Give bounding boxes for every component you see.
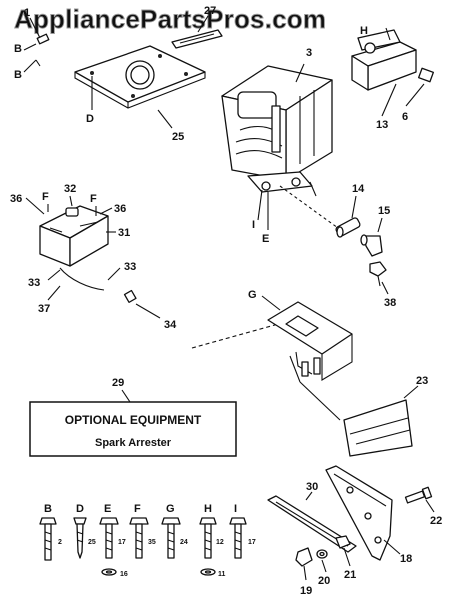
letter-f-right: F (90, 193, 97, 205)
hardware-letter-i: I (234, 503, 237, 515)
callout-31: 31 (118, 227, 130, 239)
engine-assembly (221, 65, 333, 193)
callout-21: 21 (344, 569, 356, 581)
callout-23: 23 (416, 375, 428, 387)
letter-b-top: B (14, 43, 22, 55)
callout-15: 15 (378, 205, 390, 217)
hardware-bolt-b (39, 517, 57, 561)
callout-13: 13 (376, 119, 388, 131)
part-20-washer (316, 549, 328, 559)
callout-32: 32 (64, 183, 76, 195)
callout-37: 37 (38, 303, 50, 315)
hardware-letter-g: G (166, 503, 175, 515)
callout-36-right: 36 (114, 203, 126, 215)
part-22-bolt (404, 486, 433, 504)
hardware-part-i: 17 (248, 539, 256, 546)
callout-25: 25 (172, 131, 184, 143)
part-1-fastener-group (23, 17, 50, 73)
callout-34: 34 (164, 319, 177, 331)
hardware-letter-d: D (76, 503, 84, 515)
hardware-bolt-h (199, 517, 217, 576)
engine-mounting-plate (74, 45, 206, 109)
hardware-letter-f: F (134, 503, 141, 515)
part-23-plate (343, 399, 413, 457)
part-18-bracket (325, 465, 393, 561)
fuel-line (59, 267, 105, 291)
hardware-part-d: 25 (88, 539, 96, 546)
fuel-tank (39, 205, 109, 267)
callout-33-right: 33 (124, 261, 136, 273)
part-15-elbow (360, 234, 383, 257)
hardware-bolt-i (229, 517, 247, 559)
hardware-part-h: 12 (216, 539, 224, 546)
callout-27: 27 (204, 5, 216, 17)
optional-equipment-title: OPTIONAL EQUIPMENT (65, 413, 202, 427)
callout-1: 1 (24, 7, 30, 19)
callout-33-left: 33 (28, 277, 40, 289)
letter-b-lower: B (14, 69, 22, 81)
letter-e: E (262, 233, 269, 245)
callout-3: 3 (306, 47, 312, 59)
hardware-part-f: 35 (148, 539, 156, 546)
spark-arrester-label: Spark Arrester (95, 437, 172, 449)
hardware-bolt-g (161, 517, 181, 559)
letter-h-muffler: H (360, 25, 368, 37)
callout-18: 18 (400, 553, 412, 565)
washer-16: 16 (120, 571, 128, 578)
callout-14: 14 (352, 183, 365, 195)
part-14-pipe (335, 217, 361, 238)
callout-29: 29 (112, 377, 124, 389)
hardware-letter-h: H (204, 503, 212, 515)
frame-section (267, 301, 353, 421)
callout-30: 30 (306, 481, 318, 493)
part-19-nut (295, 547, 313, 567)
letter-d: D (86, 113, 94, 125)
hardware-bolt-e (99, 517, 119, 576)
callout-20: 20 (318, 575, 330, 587)
callout-19: 19 (300, 585, 312, 597)
part-27-bracket (171, 29, 223, 49)
hardware-part-g: 24 (180, 539, 188, 546)
callout-22: 22 (430, 515, 442, 527)
muffler (351, 27, 434, 91)
part-34-clip (123, 289, 137, 303)
hardware-part-e: 17 (118, 539, 126, 546)
part-21-spacer (335, 535, 351, 549)
washer-11: 11 (218, 571, 226, 578)
callout-38: 38 (384, 297, 396, 309)
letter-f-left: F (42, 191, 49, 203)
callout-6: 6 (402, 111, 408, 123)
letter-g: G (248, 289, 257, 301)
watermark-text: AppliancePartsPros.com (14, 4, 326, 34)
hardware-letter-e: E (104, 503, 111, 515)
letter-i: I (252, 219, 255, 231)
optional-equipment-box (29, 401, 237, 457)
part-38-nut (369, 261, 387, 287)
hardware-letter-b: B (44, 503, 52, 515)
callout-36-left: 36 (10, 193, 22, 205)
hardware-part-b: 2 (58, 539, 62, 546)
hardware-screw-d (73, 517, 87, 559)
hardware-bolt-f (129, 517, 149, 559)
